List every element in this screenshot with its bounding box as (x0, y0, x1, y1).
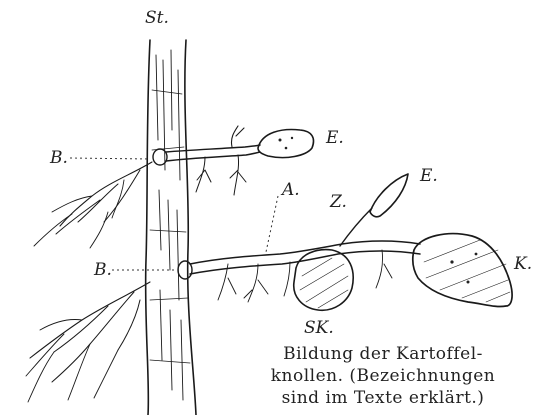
tuber-label: K. (514, 254, 532, 274)
upper-roots (34, 162, 152, 248)
caption-line-1: Bildung der Kartoffel- (228, 344, 538, 364)
stem (146, 40, 196, 415)
eye-mid-label: E. (420, 166, 438, 186)
caption-line-2: knollen. (Bezeichnungen (228, 366, 538, 386)
leader-lines (70, 158, 278, 270)
lower-stolon (178, 241, 420, 302)
young-tuber-label: SK. (304, 318, 334, 338)
bud-lower-label: B. (94, 260, 112, 280)
stem-label: St. (145, 8, 169, 28)
young-tuber (294, 250, 353, 311)
mature-tuber (413, 234, 512, 307)
eye-upper-label: E. (326, 128, 344, 148)
branch-z (340, 174, 408, 246)
caption-line-3: sind im Texte erklärt.) (228, 388, 538, 408)
branch-z-label: Z. (330, 192, 347, 212)
bud-upper-label: B. (50, 148, 68, 168)
eye-upper-sprout (258, 130, 314, 158)
lower-roots (26, 282, 150, 402)
stolon-a-label: A. (282, 180, 300, 200)
upper-stolon (153, 126, 260, 195)
